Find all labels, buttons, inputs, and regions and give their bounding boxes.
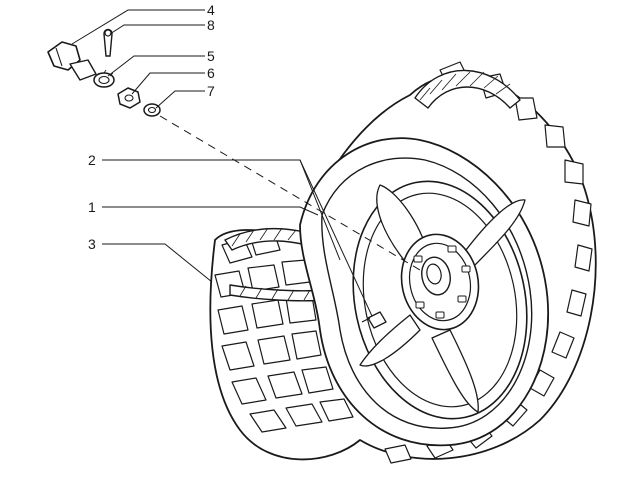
callout-5: 5 [207,48,215,64]
wheel-rim-icon [299,137,549,447]
washer-icon [143,103,161,117]
castellated-cap-icon [93,69,115,88]
callout-2: 2 [88,152,96,168]
hex-nut-icon [117,87,141,109]
callout-4: 4 [207,2,215,18]
leader-lines [71,9,421,317]
axle-nut-icon [47,41,97,81]
callout-3: 3 [88,236,96,252]
callout-8: 8 [207,17,215,33]
callout-7: 7 [207,83,215,99]
callout-6: 6 [207,65,215,81]
callout-1: 1 [88,199,96,215]
